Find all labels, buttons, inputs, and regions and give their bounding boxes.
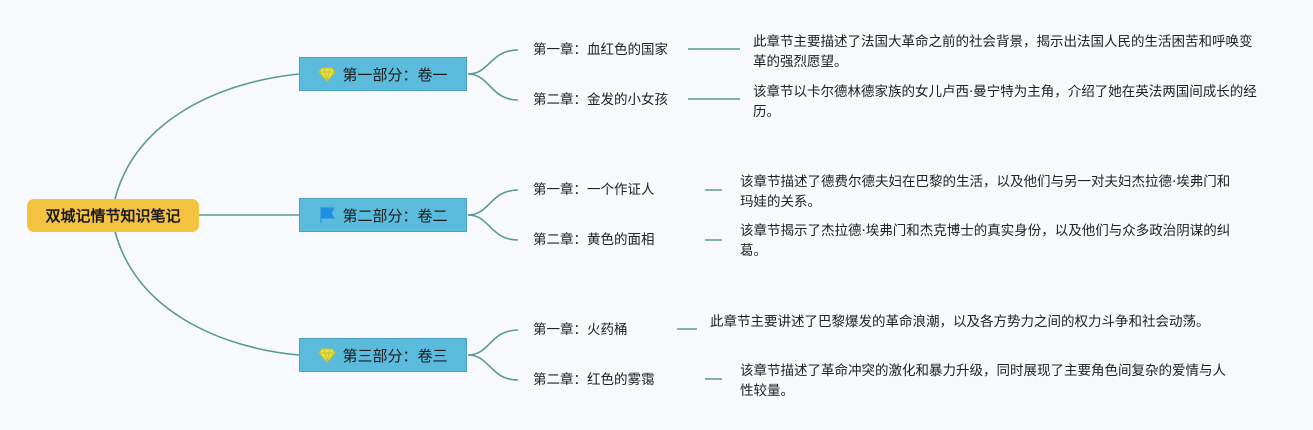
link-root-part1 [114,73,300,200]
chapter-description[interactable]: 该章节描述了德费尔德夫妇在巴黎的生活，以及他们与另一对夫妇杰拉德·埃弗门和玛娃的… [740,174,1231,210]
link-part1-ch1 [467,49,519,75]
chapter-topic[interactable]: 第二章：黄色的面相 [533,232,655,248]
diamond-icon [318,67,337,82]
link-part2-ch1 [467,189,519,216]
chapter-topic[interactable]: 第一章：血红色的国家 [533,42,668,58]
chapter-description[interactable]: 该章节以卡尔德林德家族的女儿卢西·曼宁特为主角，介绍了她在英法两国间成长的经历。 [753,84,1257,120]
part-topic-3[interactable]: 第三部分：卷三 [299,338,467,372]
part-label: 第二部分：卷二 [342,206,448,225]
chapter-topic[interactable]: 第二章：红色的雾霭 [533,372,655,388]
part-topic-1[interactable]: 第一部分：卷一 [299,57,467,91]
chapter-description[interactable]: 该章节揭示了杰拉德·埃弗门和杰克博士的真实身份，以及他们与众多政治阴谋的纠葛。 [740,223,1231,259]
root-title: 双城记情节知识笔记 [45,207,181,225]
chapter-description[interactable]: 此章节主要描述了法国大革命之前的社会背景，揭示出法国人民的生活困苦和呼唤变革的强… [753,34,1253,70]
link-part1-ch2 [467,73,519,101]
part-topic-2[interactable]: 第二部分：卷二 [299,198,467,232]
chapter-topic[interactable]: 第一章：一个作证人 [533,182,655,198]
link-part3-ch2 [467,354,519,381]
root-topic[interactable]: 双城记情节知识笔记 [27,199,199,232]
link-part3-ch1 [467,329,519,356]
chapter-description[interactable]: 此章节主要讲述了巴黎爆发的革命浪潮，以及各方势力之间的权力斗争和社会动荡。 [710,314,1210,330]
flag-icon [320,207,336,223]
part-label: 第一部分：卷一 [342,65,448,84]
chapter-topic[interactable]: 第二章：金发的小女孩 [533,92,668,108]
chapter-description[interactable]: 该章节描述了革命冲突的激化和暴力升级，同时展现了主要角色间复杂的爱情与人性较量。 [740,363,1226,399]
link-part2-ch2 [467,214,519,241]
diamond-icon [318,348,337,363]
link-root-part3 [114,230,300,356]
part-label: 第三部分：卷三 [342,346,448,365]
chapter-topic[interactable]: 第一章：火药桶 [533,322,628,338]
